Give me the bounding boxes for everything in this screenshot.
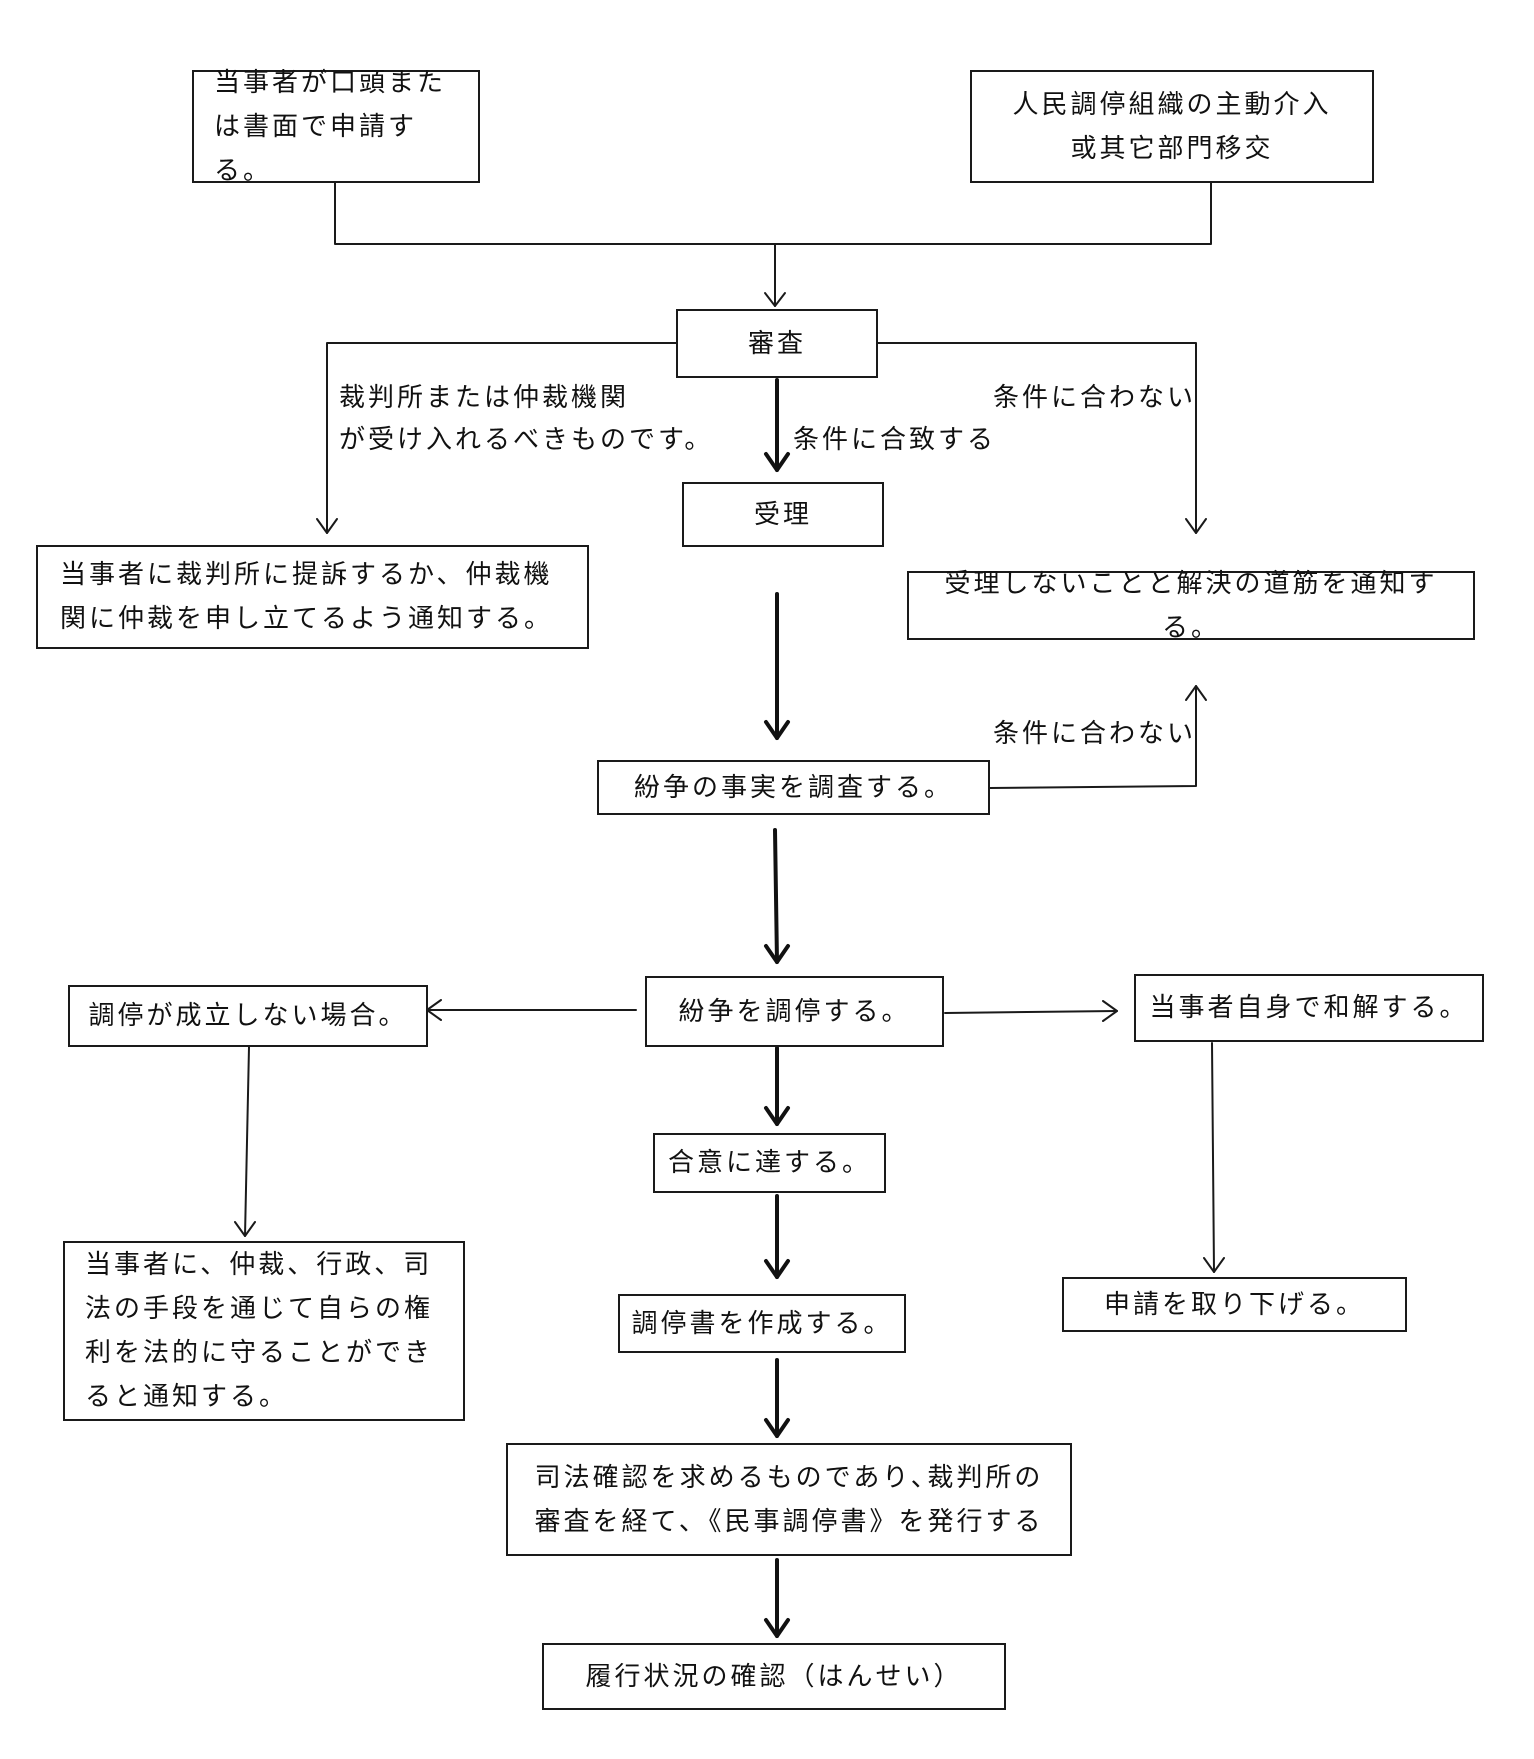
node-judicial: 司法確認を求めるものであり､裁判所の審査を経て､《民事調停書》を発行する [506,1443,1072,1556]
arrowhead-reject-up [1185,685,1207,701]
connector-investigate-reject [989,685,1197,789]
edge-label-meets: 条件に合致する [793,425,997,455]
arrowhead-review [764,292,786,307]
arrowhead-draft [764,1259,790,1279]
node-followup: 履行状況の確認（はんせい） [542,1643,1006,1710]
node-self-settle: 当事者自身で和解する。 [1134,974,1484,1042]
arrowhead-investigate [764,720,790,740]
node-draft: 調停書を作成する。 [618,1294,906,1353]
node-notify-court: 当事者に裁判所に提訴するか、仲裁機関に仲裁を申し立てるよう通知する。 [36,545,589,649]
node-agreement: 合意に達する。 [653,1133,886,1193]
connector-mediate-settle [944,1010,1118,1014]
node-notify-rights: 当事者に、仲裁、行政、司法の手段を通じて自らの権利を法的に守ることができると通知… [63,1241,465,1421]
arrowhead-self-settle [1102,1000,1118,1022]
node-mediation-failed: 調停が成立しない場合。 [68,985,428,1047]
arrowhead-judicial [764,1418,790,1438]
node-investigate: 紛争の事実を調査する。 [597,760,990,815]
node-notify-reject: 受理しないことと解決の道筋を通知する。 [907,569,1475,643]
arrowhead-withdraw [1203,1257,1225,1273]
edge-label-court-line2: が受け入れるべきものです。 [339,425,714,455]
arrowhead-notify-rights [234,1221,256,1237]
connector-apply-merge [334,182,1212,245]
edge-label-not-meet-1: 条件に合わない [993,383,1197,413]
node-mediate: 紛争を調停する。 [645,976,944,1047]
edge-label-not-meet-2: 条件に合わない [993,719,1197,749]
arrowhead-accept [764,452,790,472]
arrowhead-followup [764,1618,790,1638]
node-review: 審査 [676,309,878,378]
edge-label-court-line1: 裁判所または仲裁機関 [339,383,630,413]
connector-settle-withdraw [1211,1042,1215,1273]
node-apply: 当事者が口頭または書面で申請する。 [192,68,480,186]
node-accept: 受理 [682,482,884,547]
arrowhead-mediate [764,944,790,964]
connector-investigate-mediate [773,828,779,964]
connector-review-left [326,342,677,534]
arrowhead-notify-court [316,518,338,534]
connector-review-right [877,342,1197,534]
node-intervene: 人民調停組織の主動介入或其它部門移交 [970,70,1374,183]
arrowhead-agreement [764,1106,790,1126]
node-withdraw: 申請を取り下げる。 [1062,1277,1407,1332]
arrowhead-notify-reject [1185,518,1207,534]
connector-failed-rights [244,1046,250,1237]
